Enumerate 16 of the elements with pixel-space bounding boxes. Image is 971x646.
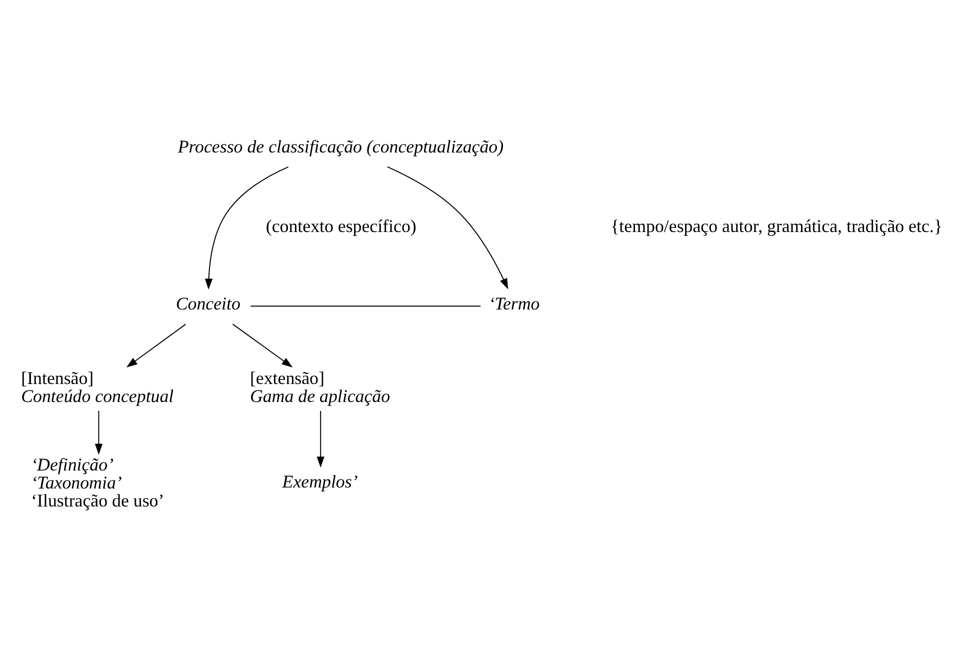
label: (contexto específico)	[266, 216, 416, 236]
arrow	[386, 166, 508, 290]
node-text: ‘Termo	[488, 293, 540, 314]
arrow	[316, 410, 324, 468]
arrow	[232, 324, 293, 368]
node-text: [Intensão] Conteúdo conceptual	[21, 368, 174, 406]
connector	[250, 306, 482, 307]
node-text: Exemplos’	[282, 472, 358, 492]
node-text: Conceito	[176, 293, 240, 314]
node-text: ‘Definição’ ‘Taxonomia’ ‘Ilustração de uso’	[31, 454, 164, 510]
arrow	[94, 410, 103, 455]
node-text: Processo de classificação (conceptualização)	[178, 136, 504, 156]
arrow	[204, 166, 289, 290]
label: {tempo/espaço autor, gramática, tradição etc.}	[610, 216, 942, 236]
node-text: [extensão] Gama de aplicação	[250, 368, 390, 406]
arrow	[126, 324, 186, 368]
